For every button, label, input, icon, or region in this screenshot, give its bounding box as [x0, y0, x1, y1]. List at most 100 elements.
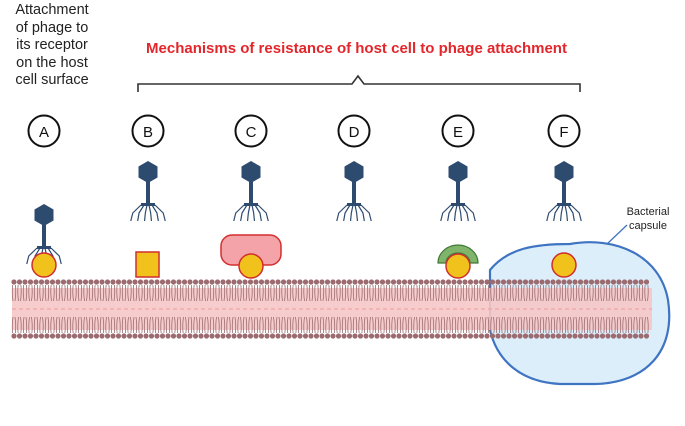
lipid-tail	[517, 316, 523, 334]
lipid-head	[99, 333, 105, 339]
lipid-tail	[187, 284, 193, 302]
phage-tail-fiber	[154, 204, 166, 222]
lipid-tail	[391, 284, 396, 302]
lipid-tail	[462, 316, 468, 334]
lipid-tail	[319, 316, 325, 334]
lipid-head	[231, 333, 237, 339]
lipid-tail	[77, 284, 83, 302]
lipid-head	[385, 279, 391, 285]
panel-label: C	[246, 124, 257, 141]
lipid-tail	[479, 316, 484, 334]
lipid-head	[110, 279, 116, 285]
lipid-tail	[611, 316, 616, 334]
lipid-head	[385, 333, 391, 339]
phage-tail-fiber	[564, 204, 569, 222]
panel-label-circle	[27, 114, 61, 148]
membrane-core	[12, 288, 652, 330]
lipid-tail	[473, 284, 479, 302]
lipid-head	[566, 279, 573, 285]
lipid-head	[478, 333, 485, 339]
lipid-head	[561, 279, 567, 285]
lipid-head	[313, 279, 320, 285]
phage-icon	[336, 161, 372, 222]
lipid-head	[517, 333, 523, 339]
lipid-tail	[303, 316, 308, 334]
lipid-tail	[99, 284, 105, 302]
lipid-head	[225, 333, 232, 339]
lipid-tail	[358, 316, 363, 334]
lipid-head	[99, 279, 105, 285]
lipid-head	[588, 279, 595, 285]
lipid-head	[390, 279, 397, 285]
lipid-tail	[303, 284, 308, 302]
lipid-head	[297, 333, 303, 339]
lipid-head	[253, 279, 259, 285]
lipid-tail	[561, 284, 567, 302]
phage-tail-fiber	[354, 204, 359, 222]
lipid-tail	[226, 284, 231, 302]
lipid-head	[456, 333, 463, 339]
attachment-note: Attachment of phage to its receptor on t…	[4, 2, 100, 90]
lipid-tail	[528, 316, 534, 334]
lipid-tail	[512, 284, 517, 302]
lipid-tail	[539, 316, 545, 334]
phage-tail-fiber	[447, 204, 455, 222]
lipid-tail	[435, 316, 440, 334]
lipid-tail	[72, 316, 77, 334]
lipid-tail	[385, 316, 391, 334]
lipid-tail	[143, 284, 149, 302]
lipid-tail	[138, 316, 143, 334]
lipid-head	[269, 279, 276, 285]
lipid-head	[192, 333, 199, 339]
phage-tail-fiber	[233, 204, 245, 222]
panel-label: B	[143, 124, 153, 141]
lipid-tail	[534, 316, 539, 334]
bacterial-capsule-label: Bacterial capsule	[612, 205, 684, 233]
lipid-tail	[402, 284, 407, 302]
receptor-a	[31, 252, 57, 278]
lipid-tail	[281, 284, 286, 302]
lipid-tail	[424, 316, 429, 334]
lipid-head	[313, 333, 320, 339]
lipid-head	[176, 279, 182, 285]
lipid-head	[242, 279, 248, 285]
lipid-tail	[220, 316, 226, 334]
lipid-head	[66, 279, 72, 285]
lipid-head	[511, 279, 518, 285]
lipid-tail	[215, 284, 220, 302]
lipid-tail	[176, 284, 182, 302]
phage-tail	[456, 182, 460, 204]
lipid-tail	[380, 284, 385, 302]
phage-attached-icon	[26, 204, 62, 265]
lipid-tail	[160, 316, 165, 334]
lipid-head	[467, 333, 474, 339]
lipid-head	[291, 279, 298, 285]
lipid-tail	[61, 284, 66, 302]
lipid-tail	[50, 284, 55, 302]
lipid-head	[126, 333, 133, 339]
lipid-head	[264, 333, 270, 339]
phage-tail	[352, 182, 356, 204]
lipid-head	[638, 333, 644, 339]
lipid-head	[451, 333, 457, 339]
lipid-head	[473, 279, 479, 285]
lipid-tail	[22, 284, 28, 302]
phage-baseplate	[37, 246, 51, 249]
phage-tail-fiber	[251, 204, 256, 222]
lipid-head	[583, 279, 589, 285]
lipid-tail	[33, 316, 39, 334]
lipid-head	[407, 279, 413, 285]
panel-label-circle	[337, 114, 371, 148]
phage-baseplate	[244, 203, 258, 206]
lipid-head	[500, 279, 507, 285]
panel-label: D	[349, 124, 360, 141]
lipid-head	[500, 333, 507, 339]
lipid-tail	[182, 316, 187, 334]
lipid-head	[588, 333, 595, 339]
lipid-tail	[363, 316, 369, 334]
lipid-tail	[248, 316, 253, 334]
lipid-head	[533, 333, 540, 339]
lipid-head	[605, 279, 611, 285]
phage-tail-fiber	[357, 204, 365, 222]
capsule-label-line: capsule	[629, 220, 667, 232]
